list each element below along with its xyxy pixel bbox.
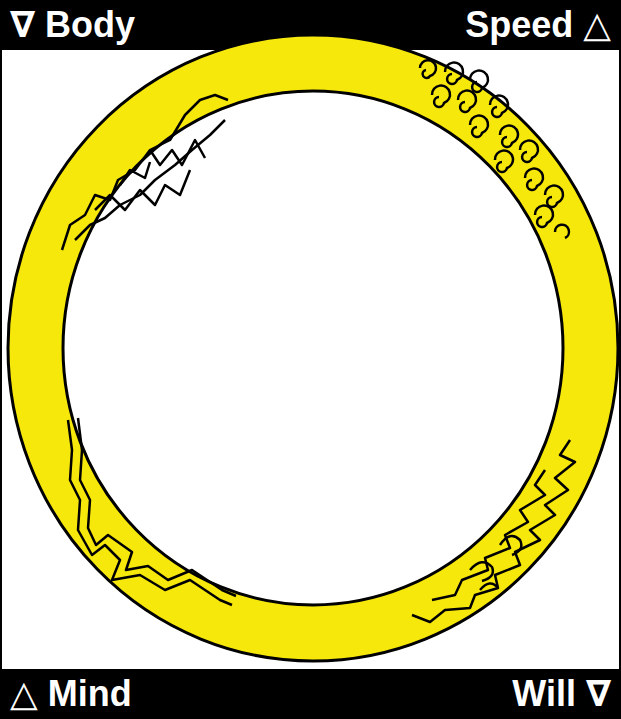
fire-motif [412, 440, 575, 622]
stat-label: Speed △ [465, 1, 611, 49]
river-motif [68, 418, 236, 605]
stat-label: Will ∇ [512, 670, 611, 718]
stat-label: ∇ Body [10, 1, 135, 49]
bottom-bar [0, 669, 621, 719]
mountain-motif [62, 95, 228, 250]
yellow-ring [8, 35, 618, 661]
stat-label: △ Mind [10, 670, 132, 718]
swirl-motif [420, 60, 569, 238]
